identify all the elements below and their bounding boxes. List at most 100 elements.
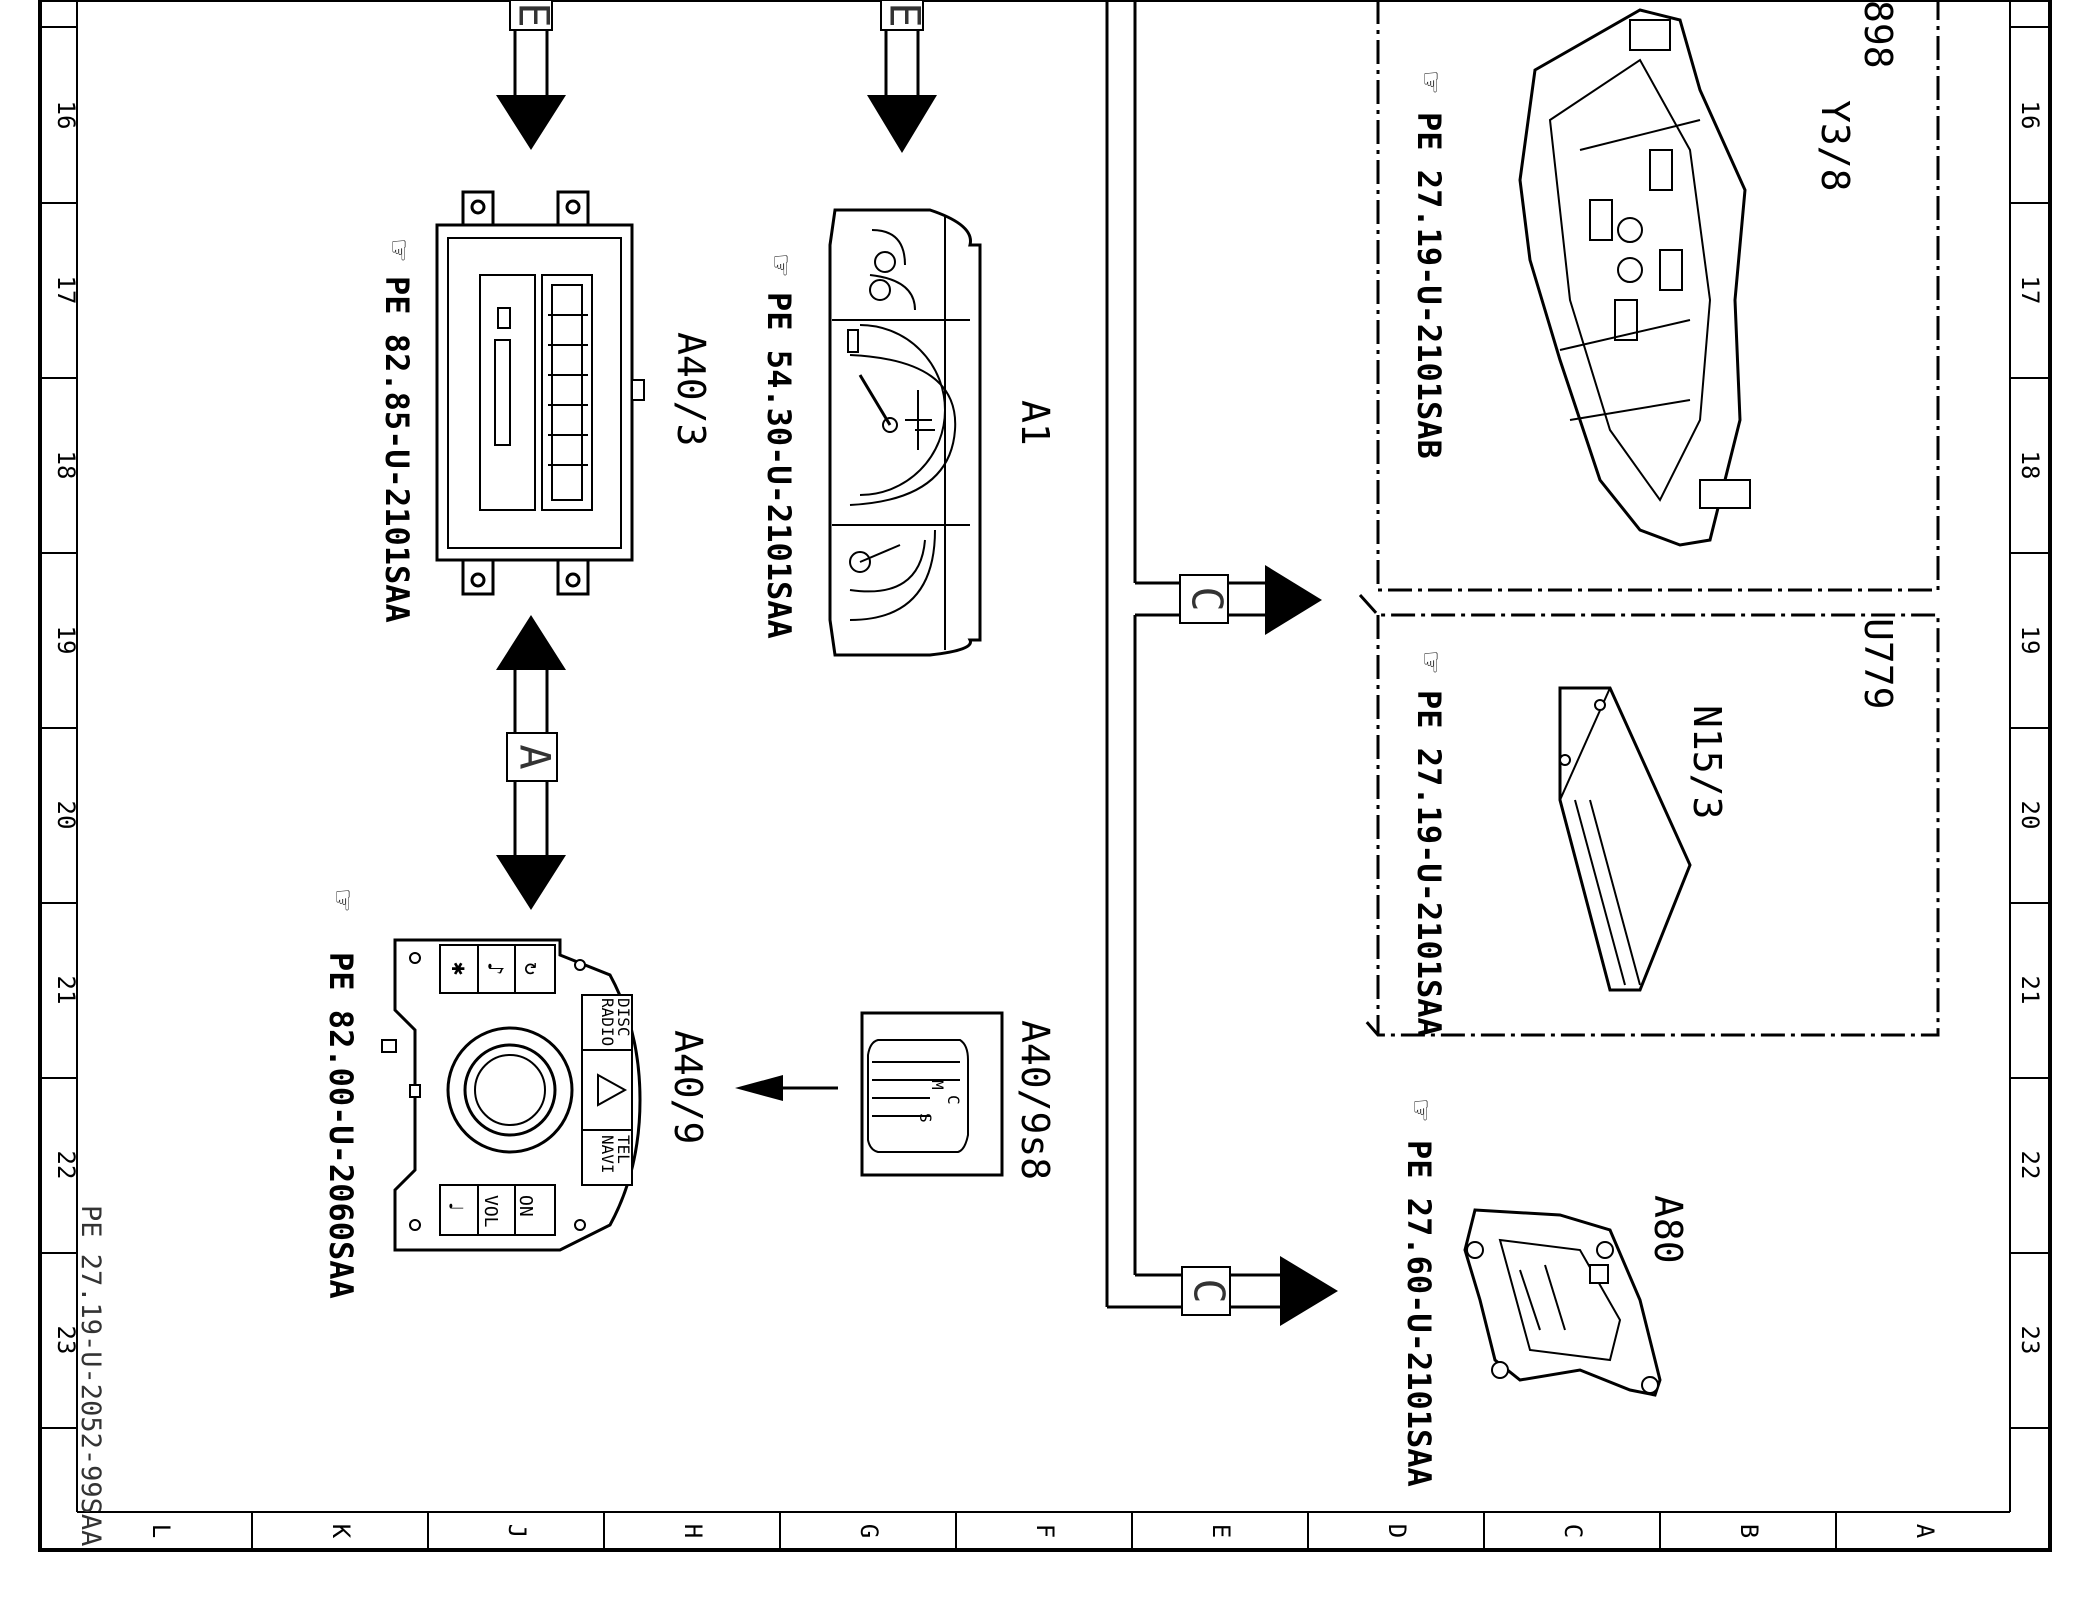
connector-a: A: [496, 615, 566, 910]
grid-numbers-left: 16 17 18 19 20 21 22 23: [52, 101, 80, 1355]
hand-pointer-icon: ☞: [379, 240, 419, 261]
hand-pointer-icon: ☞: [761, 255, 801, 276]
component-label: A80: [1646, 1195, 1690, 1264]
arrow-down: [496, 95, 566, 150]
group-y3-8[interactable]: 898 Y3/8 ☞ PE 27.19-U-2101SAB: [1376, 0, 1940, 592]
connector-label-e: E: [881, 2, 930, 27]
grid-number: 19: [2016, 626, 2044, 655]
a80-drawing: [1463, 1208, 1662, 1397]
button-vol: VOL: [480, 1195, 501, 1228]
speaker-icon: ♩: [444, 1200, 468, 1212]
connector-e-right: E: [867, 0, 937, 153]
grid-letter: K: [327, 1524, 355, 1539]
frame-border: [38, 0, 2052, 1552]
grid-letter: H: [679, 1524, 707, 1538]
seat-icon: ♪: [482, 962, 507, 975]
grid-number: 20: [52, 801, 80, 830]
component-label: A40/9s8: [1013, 1020, 1057, 1180]
a1-drawing: [828, 208, 982, 657]
component-a40-9s8[interactable]: C M S A40/9s8: [735, 1011, 1057, 1180]
grid-letters-bottom: L K J H G F E D C B A: [147, 1524, 1939, 1539]
group-number: 898: [1856, 0, 1900, 69]
grid-number: 18: [52, 451, 80, 480]
component-a1[interactable]: A1 ☞ PE 54.30-U-2101SAA: [760, 208, 1057, 657]
button-disc: DISC: [614, 998, 633, 1037]
group-u779[interactable]: U779 N15/3 ☞ PE 27.19-U-2101SAA: [1358, 593, 1940, 1037]
grid-letter: B: [1735, 1524, 1763, 1538]
arrow-right: [1265, 565, 1322, 635]
hand-pointer-icon: ☞: [323, 890, 363, 911]
grid-letter: C: [1559, 1524, 1587, 1538]
part-reference: PE 82.00-U-2060SAA: [322, 952, 360, 1299]
arrow-up: [496, 615, 566, 670]
grid-number: 20: [2016, 801, 2044, 830]
grid-number: 17: [52, 276, 80, 305]
button-tel: TEL: [614, 1135, 633, 1164]
part-reference: PE 27.60-U-2101SAA: [1400, 1140, 1438, 1487]
grid-number: 16: [2016, 101, 2044, 130]
grid-number: 21: [2016, 976, 2044, 1005]
connector-c-lower: C: [1180, 1256, 1338, 1326]
arrow-down: [867, 95, 937, 153]
part-reference: PE 27.19-U-2101SAA: [1410, 690, 1448, 1037]
grid-letter: L: [147, 1524, 175, 1538]
n15-3-drawing: [1558, 686, 1692, 992]
part-reference: PE 54.30-U-2101SAA: [760, 292, 798, 639]
connector-e-left: E: [496, 0, 566, 150]
hand-pointer-icon: ☞: [1401, 1100, 1441, 1121]
grid-letter: D: [1383, 1524, 1411, 1538]
connector-label-c: C: [1183, 586, 1232, 611]
component-a80[interactable]: A80 ☞ PE 27.60-U-2101SAA: [1400, 1100, 1690, 1487]
hand-pointer-icon: ☞: [1411, 652, 1451, 673]
grid-letter: E: [1207, 1524, 1235, 1538]
hand-pointer-icon: ☞: [1411, 72, 1451, 93]
connector-label-a: A: [511, 744, 560, 769]
grid-number: 17: [2016, 276, 2044, 305]
grid-ticks: [40, 26, 2050, 1550]
component-a40-9[interactable]: ✱ ♪ ↻ ON VOL ♩ DISC RADIO TEL NAVI A40/9…: [322, 890, 710, 1299]
grid-number: 16: [52, 101, 80, 130]
grid-letter: G: [855, 1524, 883, 1538]
connector-label-e: E: [510, 2, 559, 27]
connector-c-upper: C: [1179, 565, 1322, 635]
grid-number: 22: [52, 1151, 80, 1180]
grid-number: 23: [2016, 1326, 2044, 1355]
grid-number: 23: [52, 1326, 80, 1355]
clock-icon: ↻: [519, 962, 544, 975]
grid-letter: F: [1031, 1524, 1059, 1538]
part-reference: PE 82.85-U-2101SAA: [378, 276, 416, 623]
grid-numbers-right: 16 17 18 19 20 21 22 23: [2016, 101, 2044, 1355]
grid-number: 18: [2016, 451, 2044, 480]
dashed-group-border: [1376, 0, 1940, 592]
arrow-left: [735, 1075, 783, 1101]
button-radio: RADIO: [598, 998, 617, 1046]
switch-label-s: S: [916, 1113, 935, 1123]
component-a40-3[interactable]: A40/3 ☞ PE 82.85-U-2101SAA: [378, 190, 713, 623]
grid-number: 19: [52, 626, 80, 655]
y3-8-drawing: [1518, 8, 1751, 547]
arrow-down: [496, 855, 566, 910]
component-label: A40/3: [669, 332, 713, 446]
a40-9s8-drawing: [860, 1011, 1004, 1177]
grid-number: 22: [2016, 1151, 2044, 1180]
a40-3-drawing: [435, 190, 645, 596]
grid-number: 21: [52, 976, 80, 1005]
button-on: ON: [515, 1195, 536, 1217]
connector-label-c: C: [1185, 1278, 1234, 1303]
switch-label-m: M: [928, 1080, 947, 1090]
document-reference: PE 27.19-U-2052-99SAA: [75, 1205, 106, 1546]
component-label: A1: [1013, 400, 1057, 446]
component-label: A40/9: [666, 1030, 710, 1144]
component-label: Y3/8: [1813, 100, 1857, 192]
component-label: N15/3: [1685, 705, 1729, 819]
dashed-group-border: [1358, 593, 1940, 1037]
star-icon: ✱: [446, 962, 471, 975]
button-navi: NAVI: [598, 1135, 617, 1174]
group-label: U779: [1856, 618, 1900, 710]
grid-letter: J: [503, 1524, 531, 1538]
switch-label-c: C: [944, 1095, 963, 1105]
bus-lines: [1105, 0, 1180, 1309]
part-reference: PE 27.19-U-2101SAB: [1410, 112, 1448, 459]
arrow-right: [1280, 1256, 1338, 1326]
